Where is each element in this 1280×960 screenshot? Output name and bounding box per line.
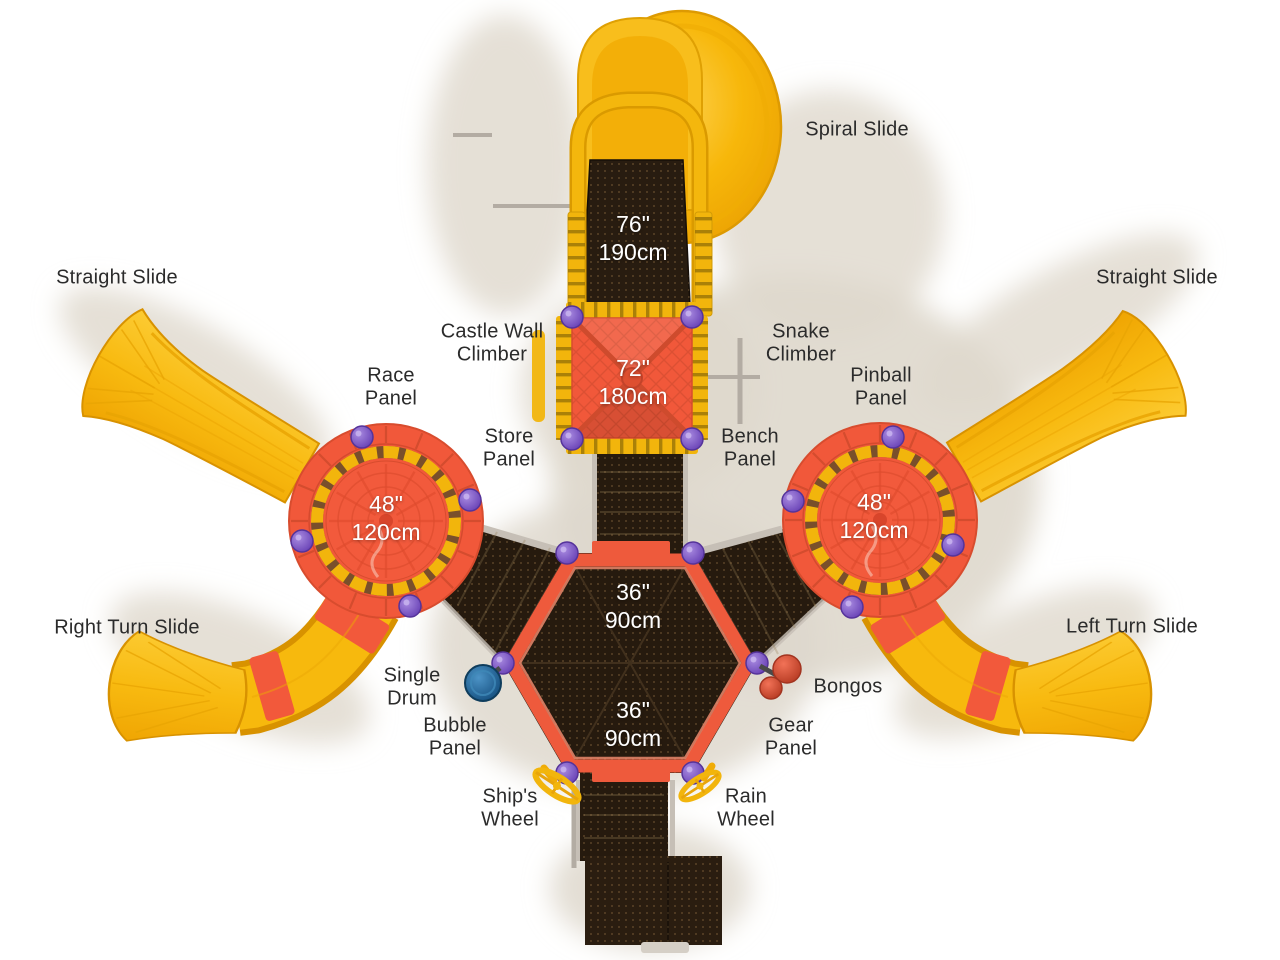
spiral-slide-deck-graphic — [567, 91, 713, 317]
bongos-graphic — [758, 654, 802, 700]
left-turn-slide-graphic — [861, 583, 1160, 758]
callout-gear-panel: Gear Panel — [764, 714, 818, 760]
callout-pinball-panel: Pinball Panel — [850, 364, 912, 410]
measurement-hex-upper-deck: 36" 90cm — [604, 578, 662, 633]
callout-snake-climber: Snake Climber — [765, 320, 837, 366]
bridge-right-tower-to-hex — [692, 525, 826, 665]
square-tower-graphic — [532, 302, 708, 454]
measurement-spiral-slide-deck: 76" 190cm — [598, 210, 668, 265]
callout-rain-wheel: Rain Wheel — [717, 785, 775, 831]
right-turn-slide-graphic — [100, 583, 399, 758]
callout-spiral-slide: Spiral Slide — [805, 118, 909, 141]
callout-single-drum: Single Drum — [383, 664, 441, 710]
callout-bench-panel: Bench Panel — [721, 425, 779, 471]
measurement-left-round-deck: 48" 120cm — [351, 490, 421, 545]
measurement-hex-lower-deck: 36" 90cm — [604, 696, 662, 751]
single-drum-graphic — [464, 664, 502, 702]
hex-deck-graphic — [491, 541, 769, 785]
callout-right-turn-slide: Right Turn Slide — [54, 616, 200, 639]
callout-straight-slide-left: Straight Slide — [56, 266, 178, 289]
callout-bongos: Bongos — [813, 675, 883, 698]
measurement-right-round-deck: 48" 120cm — [839, 488, 909, 543]
ships-wheel-graphic — [531, 765, 583, 807]
callout-ships-wheel: Ship's Wheel — [481, 785, 539, 831]
callout-race-panel: Race Panel — [364, 364, 418, 410]
callout-straight-slide-right: Straight Slide — [1096, 266, 1218, 289]
callout-left-turn-slide: Left Turn Slide — [1066, 615, 1198, 638]
rain-wheel-graphic — [677, 762, 723, 805]
callout-store-panel: Store Panel — [482, 425, 536, 471]
callout-castle-wall-climber: Castle Wall Climber — [440, 320, 544, 366]
bridge-square-to-hex — [592, 452, 688, 556]
bottom-ramp-and-platform — [576, 773, 722, 953]
callout-bubble-panel: Bubble Panel — [423, 714, 487, 760]
measurement-square-tower-deck: 72" 180cm — [598, 354, 668, 409]
